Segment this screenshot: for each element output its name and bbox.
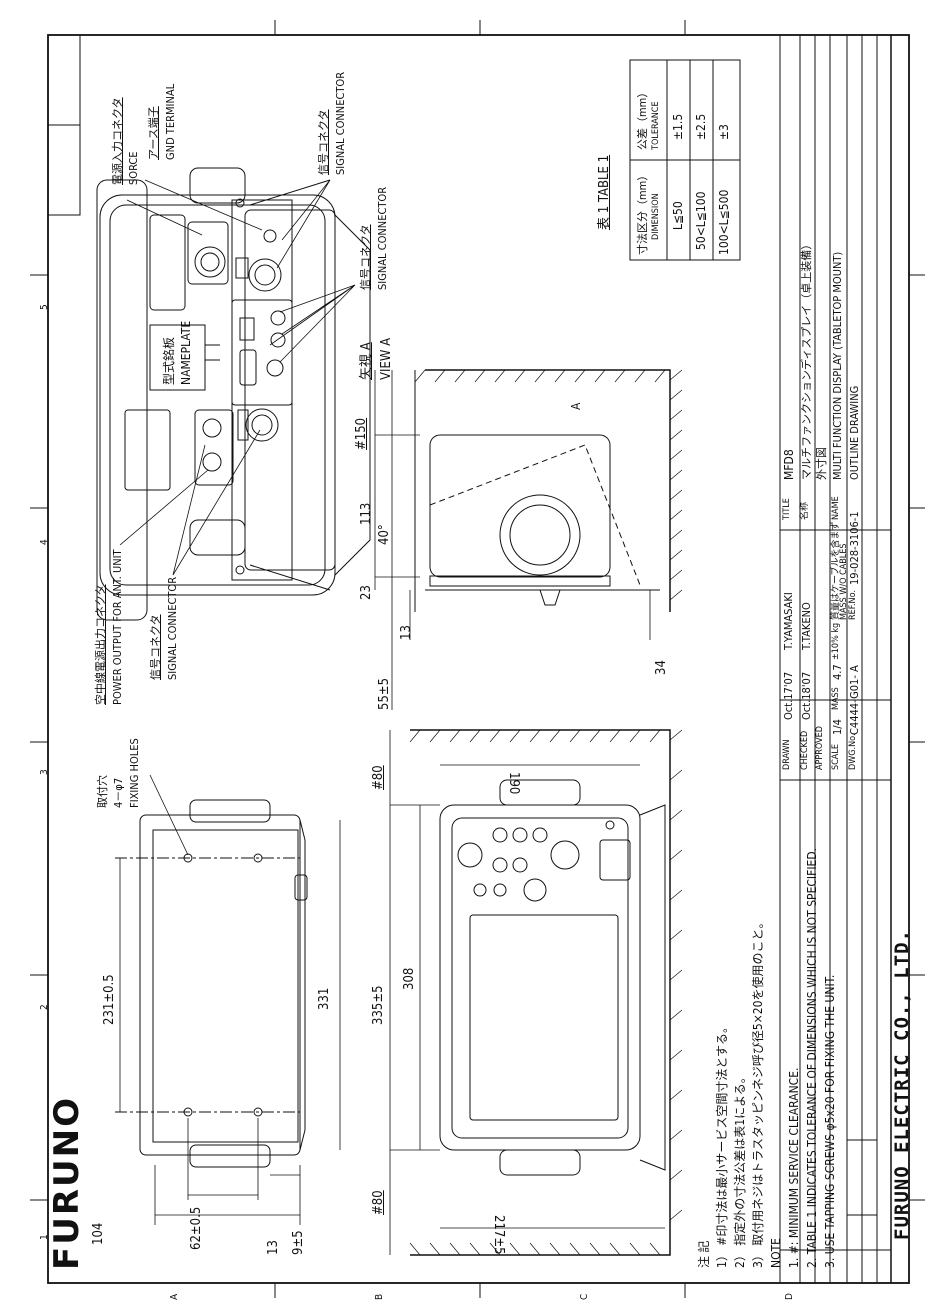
front-view-hatch	[409, 729, 683, 1256]
front-view-dimensions	[389, 730, 665, 1255]
top-view-dimensions	[119, 774, 341, 1225]
leader-lines-top	[119, 179, 356, 576]
front-view	[439, 779, 666, 1176]
top-view	[115, 799, 308, 1168]
outer-frame	[47, 34, 910, 1284]
side-view-hatch	[414, 369, 683, 601]
rear-view	[96, 167, 371, 621]
side-view	[414, 369, 671, 612]
table1-grid	[629, 59, 741, 261]
side-dimensions	[374, 370, 651, 710]
title-block-grid	[779, 35, 892, 1283]
